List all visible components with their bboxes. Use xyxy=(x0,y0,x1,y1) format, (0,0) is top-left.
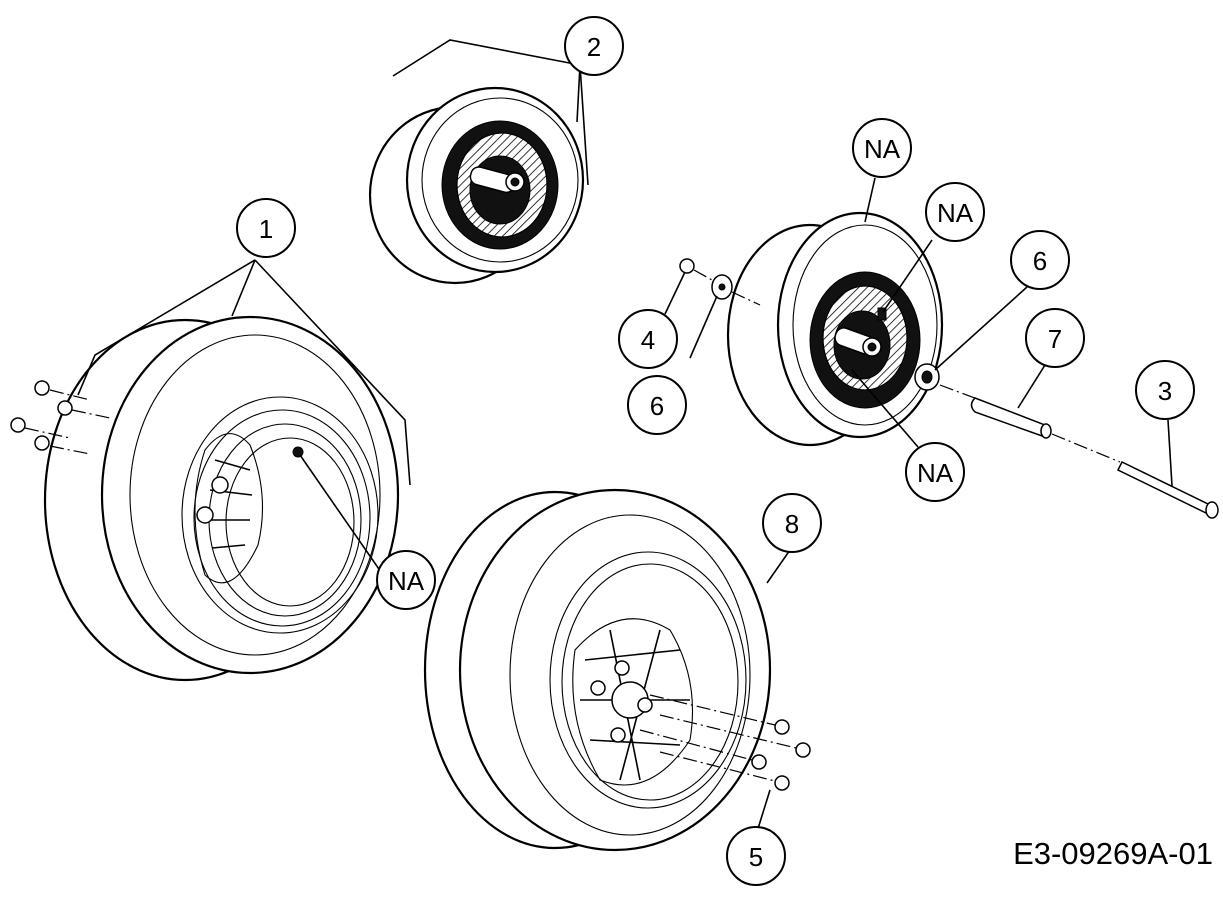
callout-na-left-label: NA xyxy=(388,566,425,596)
callout-7: 7 xyxy=(1025,308,1085,368)
nut-group-left xyxy=(10,380,111,455)
wheel-2 xyxy=(368,86,585,285)
callout-6-left: 6 xyxy=(627,375,687,435)
callout-na-bottom: NA xyxy=(905,442,965,502)
callout-6-right-label: 6 xyxy=(1033,246,1047,276)
leader-lines xyxy=(77,39,1173,836)
callout-5-label: 5 xyxy=(749,842,763,872)
callout-6-right: 6 xyxy=(1010,230,1070,290)
callout-2: 2 xyxy=(564,16,624,76)
callout-3: 3 xyxy=(1135,360,1195,420)
wheel-1 xyxy=(10,315,400,682)
callout-2-label: 2 xyxy=(587,32,601,62)
callout-8: 8 xyxy=(762,493,822,553)
hardware-right xyxy=(679,258,1219,519)
callout-1-label: 1 xyxy=(259,214,273,244)
callout-3-label: 3 xyxy=(1158,376,1172,406)
callout-na-mid: NA xyxy=(925,182,985,242)
callout-na-left: NA xyxy=(376,550,436,610)
nut-group-right xyxy=(639,694,811,791)
callout-4: 4 xyxy=(618,309,678,369)
callout-na-bottom-label: NA xyxy=(917,458,954,488)
callout-8-label: 8 xyxy=(785,509,799,539)
callout-1: 1 xyxy=(236,198,296,258)
callout-6-left-label: 6 xyxy=(650,391,664,421)
callout-7-label: 7 xyxy=(1048,324,1062,354)
callout-4-label: 4 xyxy=(641,325,655,355)
callout-na-top: NA xyxy=(852,118,912,178)
wheel-caster-right xyxy=(726,211,944,447)
callout-5: 5 xyxy=(726,826,786,886)
wheel-8 xyxy=(423,488,811,852)
callout-na-mid-label: NA xyxy=(937,198,974,228)
callout-na-top-label: NA xyxy=(864,134,901,164)
diagram-code: E3-09269A-01 xyxy=(1013,836,1213,871)
